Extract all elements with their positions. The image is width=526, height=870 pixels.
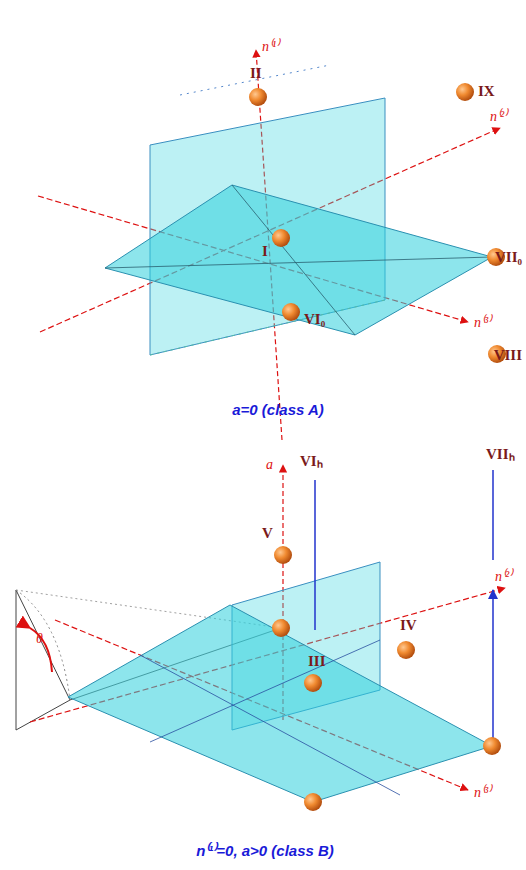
axis-label: a bbox=[266, 458, 273, 472]
type-label: VIₕ bbox=[300, 454, 323, 469]
type-label: IX bbox=[478, 84, 495, 99]
type-label: VIIₕ bbox=[486, 447, 515, 462]
caption: a=0 (class A) bbox=[232, 402, 324, 417]
type-label: VIII bbox=[494, 348, 522, 363]
type-label: III bbox=[308, 654, 326, 669]
type-label: V bbox=[262, 526, 273, 541]
class-a-figure bbox=[38, 50, 506, 440]
type-label: VII₀ bbox=[495, 250, 522, 265]
axis-label: n⁽³⁾ bbox=[474, 316, 491, 330]
axis-label: n⁽²⁾ bbox=[490, 110, 507, 124]
type-label: IV bbox=[400, 618, 417, 633]
caption: n⁽¹⁾=0, a>0 (class B) bbox=[196, 843, 334, 858]
type-label: I bbox=[262, 244, 268, 259]
type-label: VI₀ bbox=[304, 312, 325, 327]
class-b-figure bbox=[16, 465, 505, 811]
axis-label: n⁽¹⁾ bbox=[262, 40, 279, 54]
type-label: II bbox=[250, 66, 262, 81]
axis-label: n⁽³⁾ bbox=[474, 786, 491, 800]
axis-label: n⁽²⁾ bbox=[495, 570, 512, 584]
angle-label: θ bbox=[36, 632, 43, 646]
